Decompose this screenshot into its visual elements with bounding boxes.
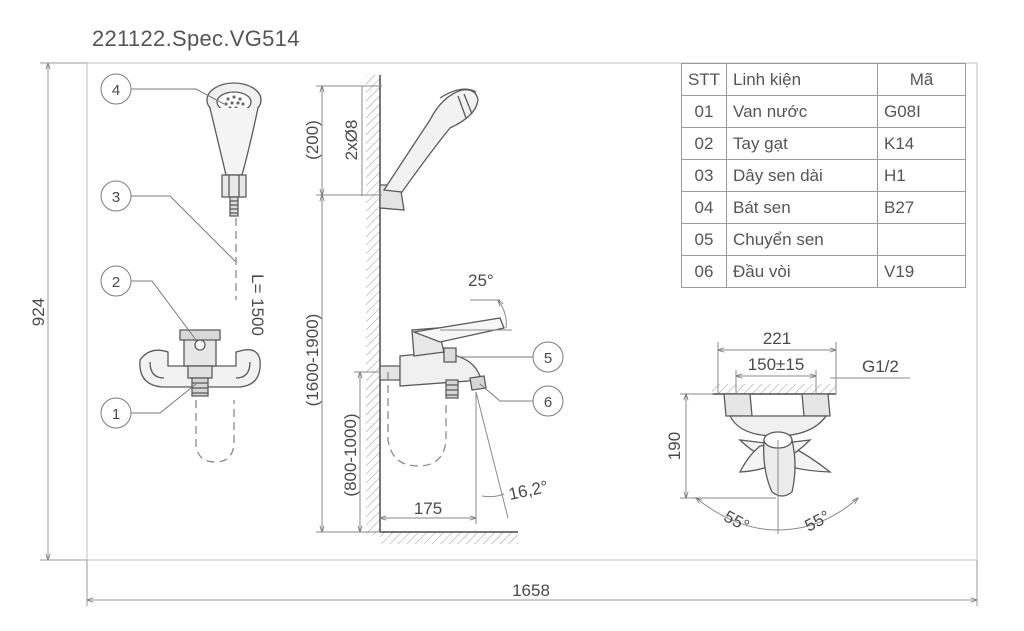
dim-body-height: 190 — [665, 432, 684, 460]
callout-1: 1 — [100, 397, 132, 429]
callout-leaders-left — [131, 88, 237, 414]
overall-width-label: 1658 — [512, 581, 550, 600]
left-view — [139, 82, 262, 463]
table-cell: Bát sen — [726, 191, 878, 224]
table-cell: 04 — [681, 191, 727, 224]
table-cell: 03 — [681, 159, 727, 192]
callout-2: 2 — [100, 265, 132, 297]
dim-holes: 2xØ8 — [342, 120, 361, 161]
sheet-frame — [86, 62, 978, 561]
table-cell: K14 — [877, 127, 966, 160]
dim-thread: G1/2 — [862, 357, 899, 376]
dim-mount-height: (1600-1900) — [303, 314, 322, 407]
overall-width-dimension — [87, 560, 977, 606]
overall-height-dimension — [40, 63, 87, 560]
table-cell: Van nước — [726, 95, 878, 128]
dim-swing-left: 55° — [721, 507, 753, 536]
parts-table: STT Linh kiện Mã 01 Van nước G08I 02 Tay… — [681, 63, 966, 288]
hose-length-label: L= 1500 — [248, 274, 267, 336]
table-cell: V19 — [877, 255, 966, 288]
callout-2-label: 2 — [112, 274, 120, 291]
side-hose-loop — [387, 372, 447, 467]
table-row: 02 Tay gạt K14 — [681, 127, 966, 160]
table-cell — [877, 223, 966, 256]
callout-1-label: 1 — [112, 406, 120, 423]
shower-head — [206, 82, 262, 217]
callout-6-label: 6 — [544, 394, 552, 411]
dim-swing-right: 55° — [802, 507, 834, 536]
col-header-component: Linh kiện — [726, 63, 878, 96]
table-cell: Chuyển sen — [726, 223, 878, 256]
side-mixer — [379, 317, 505, 399]
table-cell: 06 — [681, 255, 727, 288]
col-header-stt: STT — [681, 63, 727, 96]
callout-4-label: 4 — [112, 82, 120, 99]
top-view-dimensions — [680, 342, 910, 534]
table-cell: B27 — [877, 191, 966, 224]
table-cell: H1 — [877, 159, 966, 192]
callout-leaders-right — [458, 356, 533, 402]
wall — [366, 75, 518, 544]
table-row: 06 Đầu vòi V19 — [681, 255, 966, 288]
top-view — [712, 384, 836, 497]
dim-handle-angle: 25° — [468, 271, 494, 290]
callout-3-label: 3 — [112, 189, 120, 206]
table-row: 05 Chuyển sen — [681, 223, 966, 256]
dim-projection: 175 — [414, 499, 442, 518]
dim-center-adjust: 150±15 — [748, 355, 805, 374]
table-row: 04 Bát sen B27 — [681, 191, 966, 224]
parts-table-header: STT Linh kiện Mã — [681, 63, 966, 96]
mixer-front — [139, 329, 261, 397]
drawing-title: 221122.Spec.VG514 — [92, 26, 300, 51]
table-cell: 01 — [681, 95, 727, 128]
dim-spout-angle: 16,2° — [507, 477, 550, 504]
callout-4: 4 — [100, 73, 132, 105]
table-cell: 05 — [681, 223, 727, 256]
hose-loop — [195, 400, 235, 463]
dim-spout-height: (800-1000) — [341, 413, 360, 496]
table-row: 03 Dây sen dài H1 — [681, 159, 966, 192]
callout-5: 5 — [532, 341, 564, 373]
table-cell: Đầu vòi — [726, 255, 878, 288]
table-cell: Dây sen dài — [726, 159, 878, 192]
side-shower-head — [379, 88, 479, 211]
dim-center-distance: 221 — [763, 329, 791, 348]
side-dimensions — [316, 86, 512, 532]
table-cell: Tay gạt — [726, 127, 878, 160]
table-cell: 02 — [681, 127, 727, 160]
col-header-code: Mã — [877, 63, 966, 96]
callout-3: 3 — [100, 180, 132, 212]
table-row: 01 Van nước G08I — [681, 95, 966, 128]
callout-5-label: 5 — [544, 350, 552, 367]
overall-height-label: 924 — [29, 298, 48, 326]
dim-top-gap: (200) — [303, 120, 322, 160]
table-cell: G08I — [877, 95, 966, 128]
callout-6: 6 — [532, 385, 564, 417]
